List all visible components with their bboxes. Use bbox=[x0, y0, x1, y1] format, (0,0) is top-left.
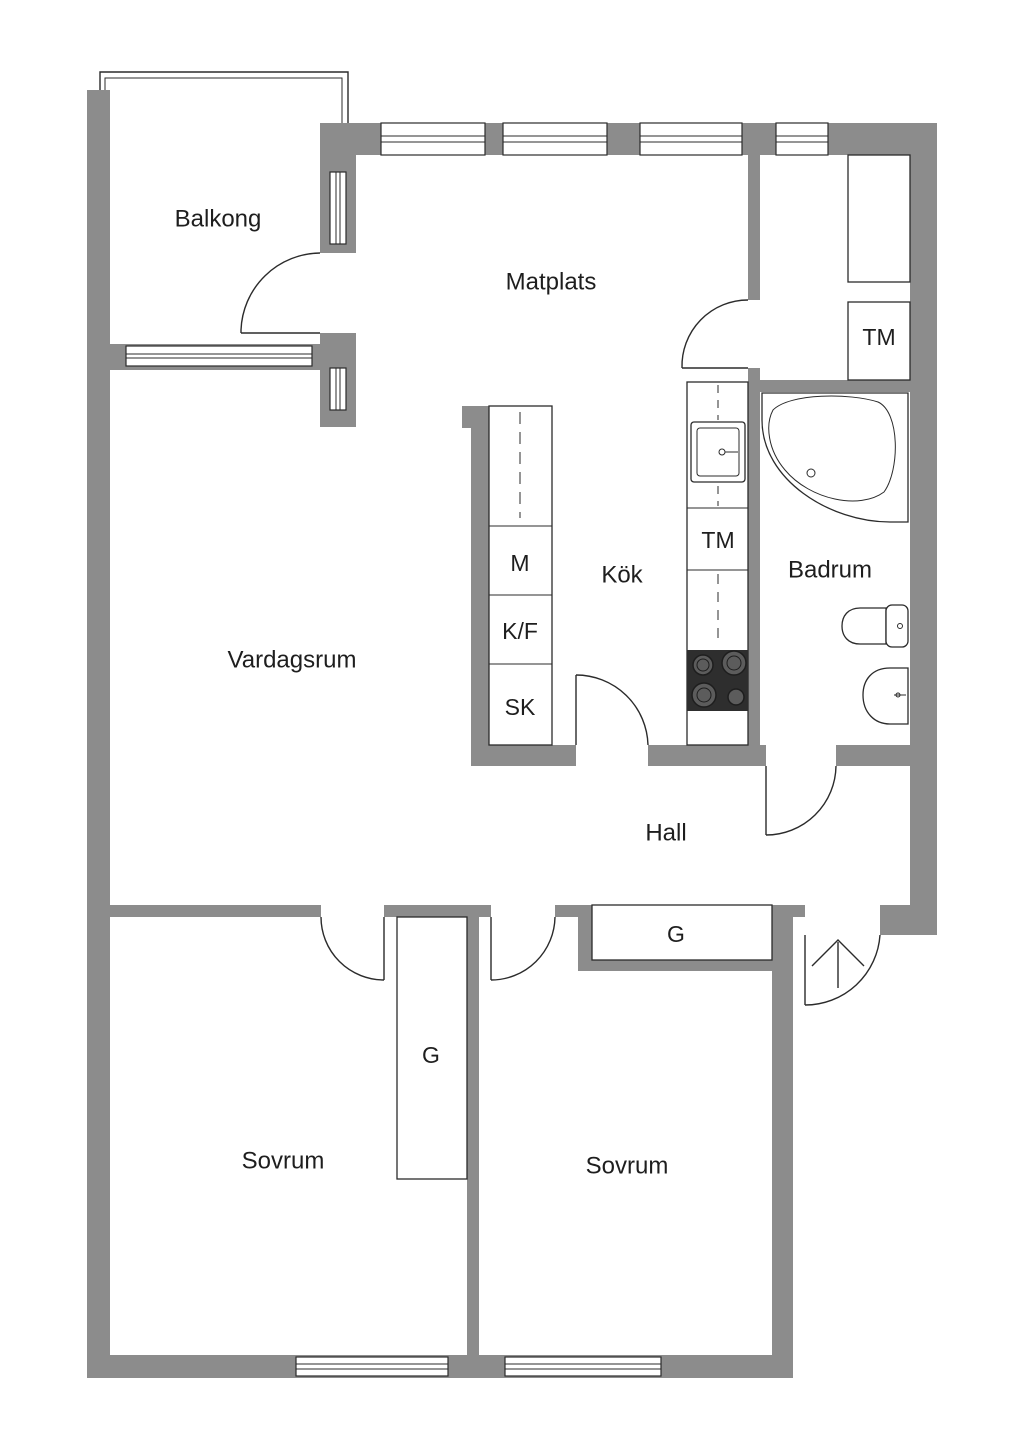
room-label-badrum: Badrum bbox=[788, 557, 872, 584]
entrance-arrow-icon bbox=[811, 939, 865, 988]
doors bbox=[240, 252, 881, 1006]
bathtub-icon bbox=[761, 392, 909, 523]
room-label-vardagsrum: Vardagsrum bbox=[228, 647, 357, 674]
fixture-label-tm-top: TM bbox=[862, 324, 895, 350]
room-label-hall: Hall bbox=[645, 820, 686, 847]
fixture-labels: TM TM M K/F SK G G bbox=[422, 324, 896, 1068]
toilet-icon bbox=[841, 604, 909, 648]
tm-room-fixtures bbox=[847, 154, 911, 381]
room-label-kok: Kök bbox=[601, 562, 643, 589]
fixture-label-wardrobe-hall: G bbox=[667, 921, 685, 947]
fixture-label-cabinet: SK bbox=[505, 694, 536, 720]
room-label-balkong: Balkong bbox=[175, 206, 262, 233]
stove-icon bbox=[687, 650, 748, 711]
washbasin-icon bbox=[862, 667, 909, 725]
room-labels: Balkong Matplats Vardagsrum Kök Badrum H… bbox=[175, 206, 872, 1180]
room-label-matplats: Matplats bbox=[506, 269, 597, 296]
balcony-rail bbox=[99, 71, 349, 123]
fixture-label-tm-kitchen: TM bbox=[701, 527, 734, 553]
room-label-sovrum-right: Sovrum bbox=[586, 1153, 669, 1180]
kitchen-fixtures bbox=[488, 381, 749, 746]
room-label-sovrum-left: Sovrum bbox=[242, 1148, 325, 1175]
fixture-label-microwave: M bbox=[510, 550, 529, 576]
wardrobes bbox=[396, 904, 773, 1180]
fixture-label-fridge-freezer: K/F bbox=[502, 618, 538, 644]
bathroom-fixtures bbox=[761, 392, 909, 725]
windows bbox=[125, 122, 829, 1377]
fixture-label-wardrobe-bedroom: G bbox=[422, 1042, 440, 1068]
kitchen-sink-icon bbox=[690, 421, 746, 483]
